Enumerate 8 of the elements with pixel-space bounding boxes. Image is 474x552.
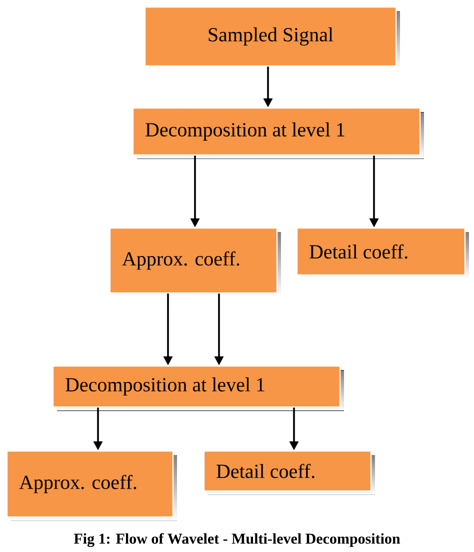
process-box: Decomposition at level 1 (52, 365, 344, 411)
process-box: Approx. coeff. (6, 450, 177, 521)
process-box: Approx. coeff. (109, 227, 281, 297)
caption: Fig 1: Flow of Wavelet - Multi-level Decomposition (74, 533, 400, 547)
process-box: Detail coeff. (296, 227, 469, 279)
process-box: Detail coeff. (203, 450, 375, 495)
process-box: Sampled Signal (144, 6, 400, 70)
process-box: Decomposition at level 1 (132, 107, 424, 159)
